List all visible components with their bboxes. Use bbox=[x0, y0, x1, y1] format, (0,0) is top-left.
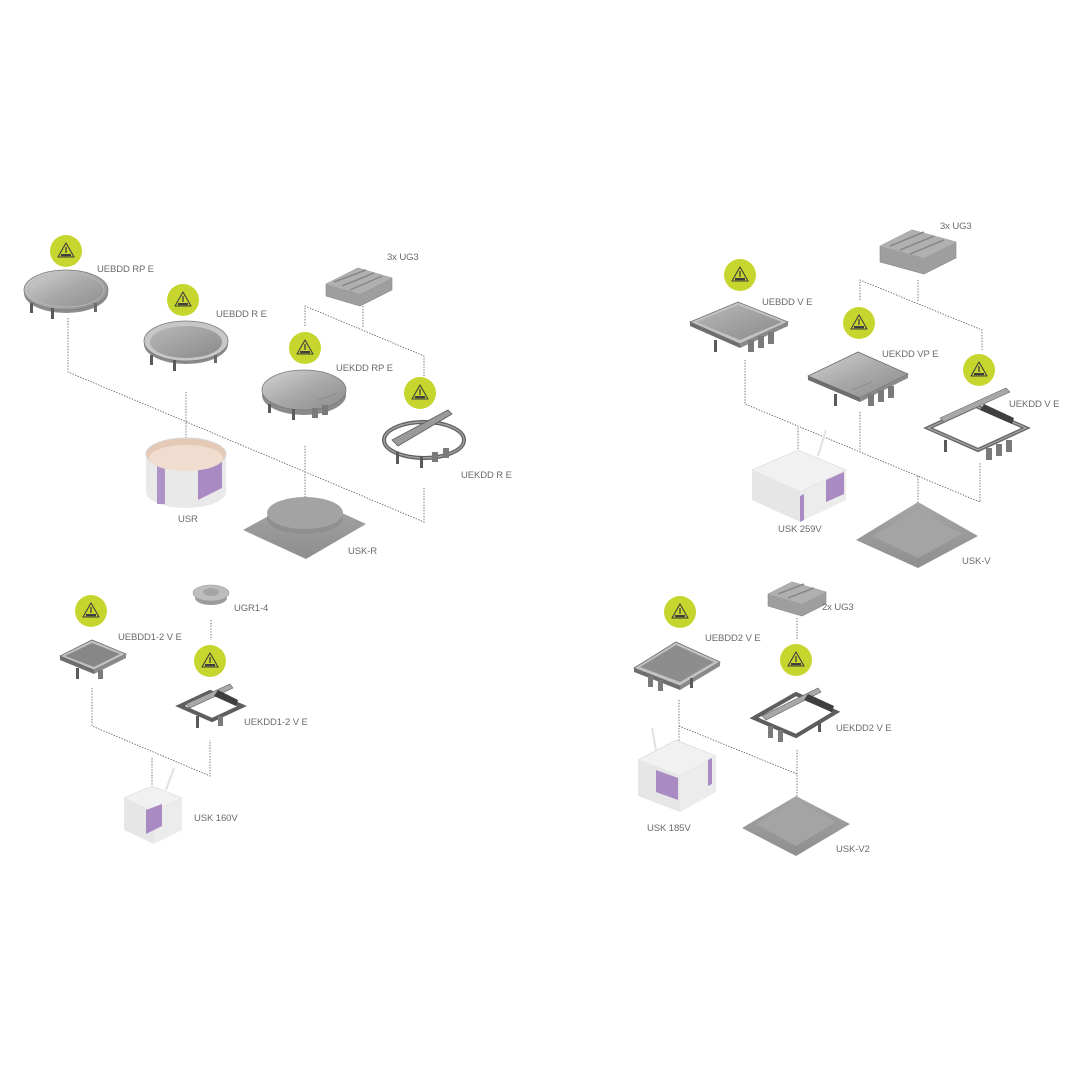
group-square-small: UEBDD1-2 V E UGR1-4 UEKDD1-2 V E bbox=[59, 584, 308, 844]
component-uekdd-v-e[interactable]: UEKDD V E bbox=[923, 354, 1059, 460]
component-label: USK 259V bbox=[778, 524, 822, 535]
component-label: UEBDD R E bbox=[216, 309, 267, 320]
warning-badge bbox=[724, 259, 756, 291]
component-label: UEKDD R E bbox=[461, 470, 512, 481]
component-label: 2x UG3 bbox=[822, 602, 854, 613]
group-square-medium: 2x UG3 UEBDD2 V E bbox=[633, 581, 892, 856]
component-uebdd1-2-v-e[interactable]: UEBDD1-2 V E bbox=[59, 595, 182, 679]
connector-line bbox=[744, 360, 981, 503]
component-label: USK 160V bbox=[194, 813, 238, 824]
component-label: UGR1-4 bbox=[234, 603, 268, 614]
component-usk-v[interactable]: USK-V bbox=[856, 502, 991, 568]
connector-line bbox=[304, 305, 425, 376]
component-label: USK-V bbox=[962, 556, 991, 567]
component-uebdd-v-e[interactable]: UEBDD V E bbox=[688, 259, 812, 352]
component-uebdd-rp-e[interactable]: UEBDD RP E bbox=[23, 235, 154, 319]
warning-badge bbox=[167, 284, 199, 316]
component-ug3-medium[interactable]: 2x UG3 bbox=[767, 581, 854, 617]
component-uekdd-r-e[interactable]: UEKDD R E bbox=[382, 377, 512, 481]
component-label: UEKDD RP E bbox=[336, 363, 393, 374]
component-label: UEBDD V E bbox=[762, 297, 812, 308]
connector-line bbox=[67, 318, 425, 523]
component-label: UEBDD2 V E bbox=[705, 633, 761, 644]
connector-line bbox=[91, 688, 211, 777]
component-uebdd2-v-e[interactable]: UEBDD2 V E bbox=[633, 596, 761, 691]
warning-badge bbox=[289, 332, 321, 364]
group-square-large: 3x UG3 UEBDD V E bbox=[688, 221, 1059, 568]
warning-badge bbox=[194, 645, 226, 677]
component-usk-r[interactable]: USK-R bbox=[243, 496, 377, 559]
component-label: 3x UG3 bbox=[387, 252, 419, 263]
group-round: UEBDD RP E UEBDD R E 3x UG3 bbox=[23, 235, 512, 559]
warning-badge bbox=[843, 307, 875, 339]
component-label: USK 185V bbox=[647, 823, 691, 834]
component-label: USR bbox=[178, 514, 198, 525]
component-usk-185v[interactable]: USK 185V bbox=[637, 727, 717, 834]
warning-badge bbox=[75, 595, 107, 627]
component-uekdd2-v-e[interactable]: UEKDD2 V E bbox=[749, 644, 892, 742]
component-usr[interactable]: USR bbox=[145, 437, 227, 525]
warning-badge bbox=[404, 377, 436, 409]
component-uebdd-r-e[interactable]: UEBDD R E bbox=[143, 284, 267, 371]
connector-line bbox=[859, 279, 983, 350]
component-label: 3x UG3 bbox=[940, 221, 972, 232]
component-ugr1-4[interactable]: UGR1-4 bbox=[192, 584, 268, 614]
component-ug3-square[interactable]: 3x UG3 bbox=[879, 221, 972, 275]
component-uekdd-vp-e[interactable]: UEKDD VP E bbox=[807, 307, 938, 406]
component-label: UEKDD V E bbox=[1009, 399, 1059, 410]
component-ug3-round[interactable]: 3x UG3 bbox=[325, 252, 419, 307]
warning-badge bbox=[963, 354, 995, 386]
component-label: UEKDD2 V E bbox=[836, 723, 892, 734]
warning-badge bbox=[780, 644, 812, 676]
component-usk-v2[interactable]: USK-V2 bbox=[742, 796, 870, 856]
component-usk-160v[interactable]: USK 160V bbox=[123, 767, 238, 844]
component-label: UEKDD1-2 V E bbox=[244, 717, 308, 728]
component-label: UEKDD VP E bbox=[882, 349, 938, 360]
component-label: USK-V2 bbox=[836, 844, 870, 855]
warning-badge bbox=[50, 235, 82, 267]
component-label: UEBDD1-2 V E bbox=[118, 632, 182, 643]
warning-badge bbox=[664, 596, 696, 628]
component-uekdd-rp-e[interactable]: UEKDD RP E bbox=[261, 332, 393, 420]
component-uekdd1-2-v-e[interactable]: UEKDD1-2 V E bbox=[175, 645, 308, 728]
component-label: USK-R bbox=[348, 546, 377, 557]
component-usk-259v[interactable]: USK 259V bbox=[751, 429, 847, 535]
component-label: UEBDD RP E bbox=[97, 264, 154, 275]
